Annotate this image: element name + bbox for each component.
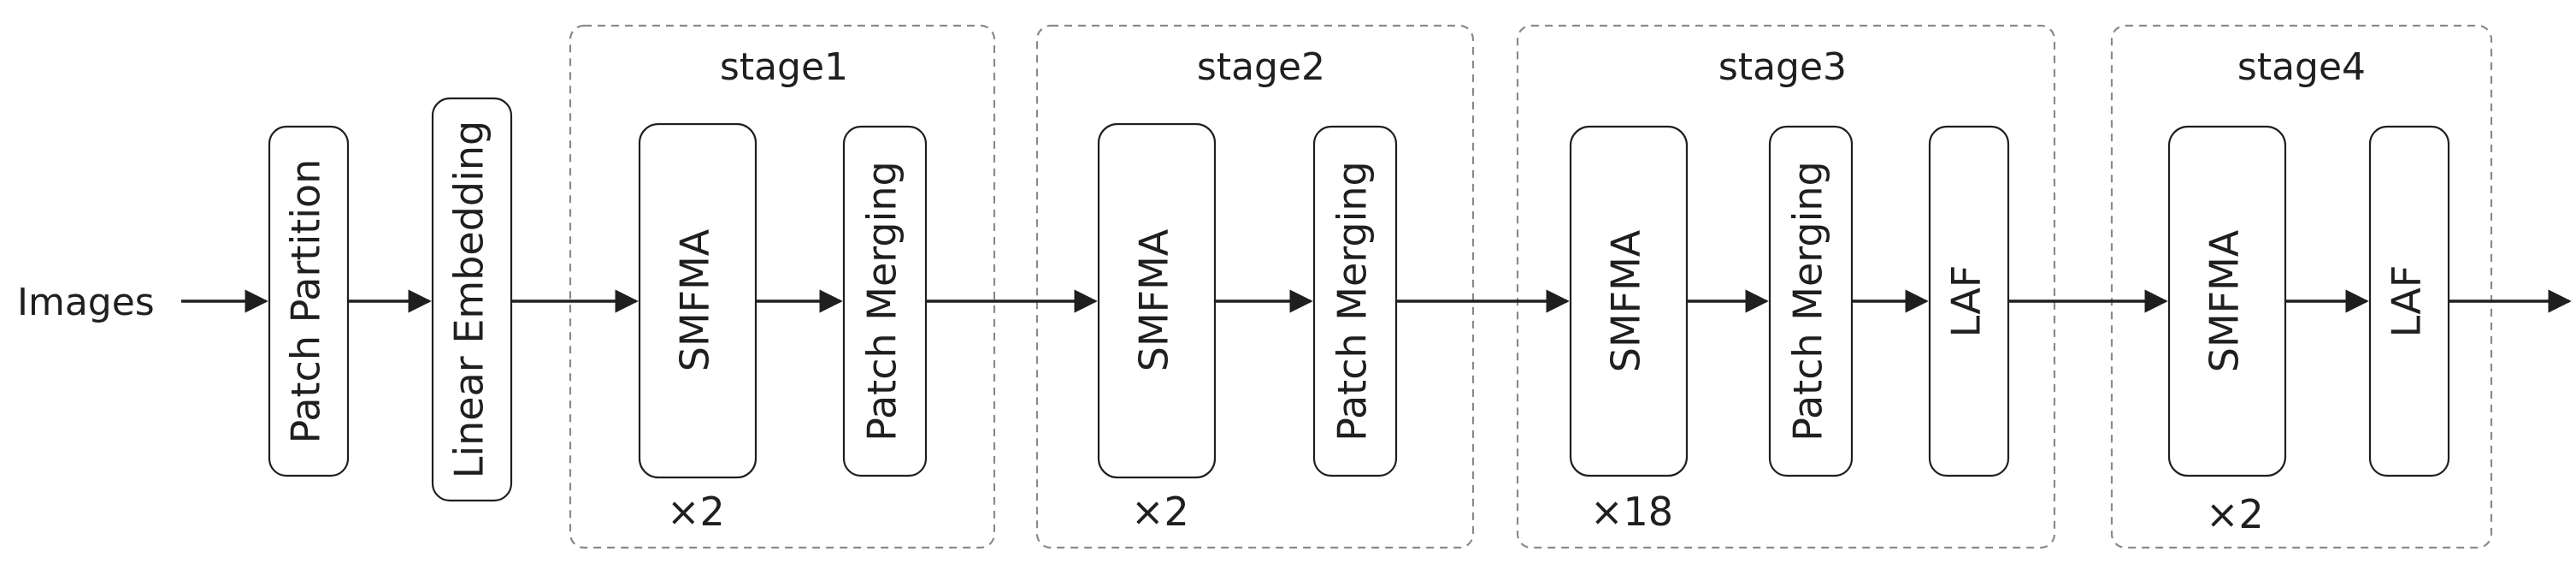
stage3-repeat-count: ×18 (1590, 489, 1673, 535)
stage2-smfma-label: SMFMA (1131, 228, 1177, 371)
stage2-patch-merging-label: Patch Merging (1329, 161, 1376, 441)
patch-partition-label: Patch Partition (283, 159, 329, 444)
stage2-title: stage2 (1197, 45, 1325, 89)
stage3-title: stage3 (1718, 45, 1847, 89)
stage1-patch-merging-label: Patch Merging (859, 161, 905, 441)
linear-embedding-label: Linear Embedding (446, 121, 492, 479)
stage3-frame (1516, 24, 2056, 549)
linear-embedding-block (431, 97, 513, 502)
stage3-laf-label: LAF (1943, 265, 1989, 338)
stage2-frame (1035, 24, 1475, 549)
stage3-smfma-label: SMFMA (1603, 229, 1649, 372)
stage3-patch-merging-label: Patch Merging (1785, 161, 1831, 441)
stage4-frame (2110, 24, 2493, 549)
stage2-repeat-count: ×2 (1131, 489, 1189, 535)
input-label: Images (17, 281, 155, 324)
stage1-title: stage1 (720, 45, 848, 89)
stage1-frame (569, 24, 996, 549)
stage4-smfma-label: SMFMA (2202, 229, 2248, 372)
stage1-repeat-count: ×2 (667, 489, 725, 535)
stage1-smfma-label: SMFMA (672, 228, 718, 371)
stage4-repeat-count: ×2 (2206, 491, 2264, 537)
stage4-laf-label: LAF (2384, 265, 2430, 338)
stage4-title: stage4 (2237, 45, 2366, 89)
